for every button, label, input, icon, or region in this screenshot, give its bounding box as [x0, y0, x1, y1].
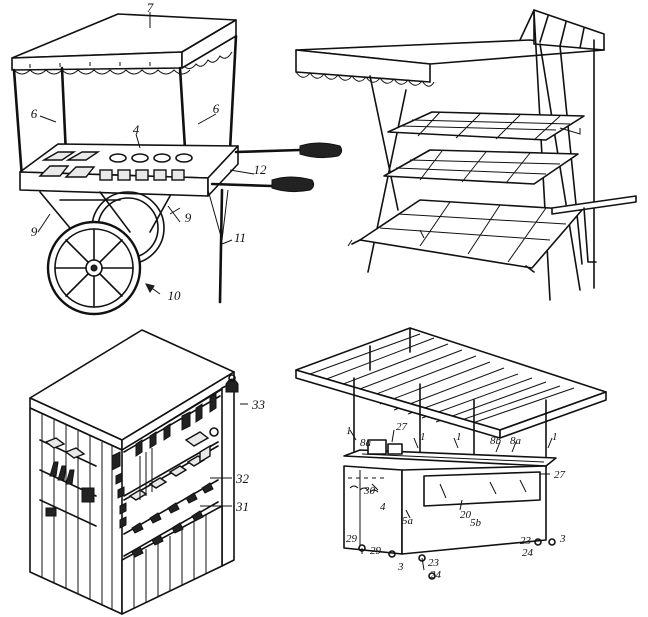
label-10: 10: [168, 288, 182, 303]
label-33: 33: [251, 397, 266, 412]
label-24-right: 24: [522, 547, 534, 559]
kiosk-lantern: [225, 374, 239, 393]
stand-awning: [295, 9, 605, 87]
label-1-d: 1: [552, 431, 558, 443]
label-1-a: 1: [346, 425, 352, 437]
label-32: 32: [235, 471, 250, 486]
label-8b: 8b: [490, 435, 502, 447]
figure-kiosk-cabinet: 33 32 31: [29, 329, 266, 615]
label-5b: 5b: [470, 517, 482, 529]
label-3-right: 3: [559, 533, 566, 545]
label-27-top: 27: [396, 421, 408, 433]
counter-posts: [353, 377, 547, 469]
cart-tray: [19, 143, 239, 197]
label-11: 11: [234, 230, 246, 245]
cart-wheel-front: [46, 220, 142, 316]
label-8a-left: 8a: [360, 437, 372, 449]
label-6-right: 6: [213, 101, 220, 116]
label-30: 30: [363, 485, 376, 497]
label-9-right: 9: [185, 210, 192, 225]
label-4: 4: [133, 122, 140, 137]
counter-body: [343, 465, 547, 555]
label-24-left: 24: [430, 569, 442, 581]
label-27-side: 27: [554, 469, 566, 481]
label-6-left: 6: [31, 106, 38, 121]
kiosk-interior: [39, 387, 223, 615]
label-31: 31: [235, 499, 249, 514]
label-7: 7: [147, 0, 154, 15]
label-9-left: 9: [31, 224, 38, 239]
label-1-c: 1: [456, 431, 462, 443]
label-5a: 5a: [402, 515, 414, 527]
label-20: 20: [460, 509, 472, 521]
label-29-b: 29: [370, 545, 382, 557]
label-12: 12: [254, 162, 268, 177]
stand-side-board: [551, 195, 637, 215]
label-3-left: 3: [397, 561, 404, 573]
cart-support-leg: [218, 188, 224, 304]
counter-feet: [358, 538, 556, 580]
label-23-right: 23: [520, 535, 532, 547]
handcart-labels: 7 6 6 4 12 9 9 11 10: [31, 0, 267, 303]
label-29-a: 29: [346, 533, 358, 545]
cart-canopy: [11, 13, 237, 75]
cart-handles: [210, 142, 343, 193]
stand-shelf-middle: [383, 149, 579, 185]
label-8a-right: 8a: [510, 435, 522, 447]
figure-handcart: 7 6 6 4 12 9 9 11 10: [11, 0, 343, 316]
label-23-left: 23: [428, 557, 440, 569]
label-4: 4: [380, 501, 386, 513]
figure-shelf-stand: [295, 9, 637, 301]
figure-canopy-counter: 1 8a 27 1 1 8b 8a 1 27 30 4 5a 5b 20 29 …: [295, 327, 607, 581]
counter-canopy: [295, 327, 607, 439]
counter-labels: 1 8a 27 1 1 8b 8a 1 27 30 4 5a 5b 20 29 …: [346, 421, 566, 581]
kiosk-labels: 33 32 31: [235, 397, 266, 514]
stand-shelf-top: [387, 111, 585, 141]
label-1-b: 1: [420, 431, 426, 443]
